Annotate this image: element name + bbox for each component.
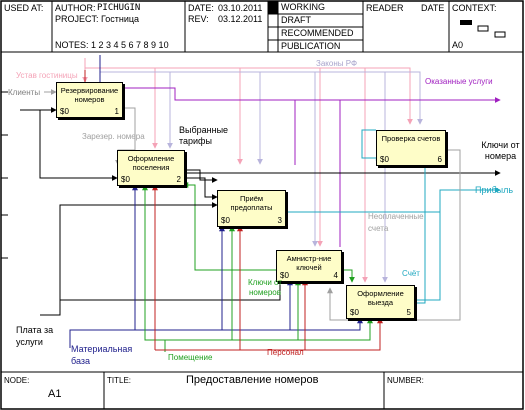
activity-number: 1 [114, 107, 119, 116]
label-okazannye: Оказанные услуги [425, 77, 493, 86]
date-value: 03.10.2011 [218, 3, 263, 13]
reader-date-label: DATE [421, 3, 445, 13]
activity-box-4[interactable]: Амнистр-ние ключей $0 4 [276, 250, 342, 282]
activity-number: 4 [333, 271, 338, 280]
arrow-zakony [99, 71, 423, 283]
label-vybrannye: Выбранные тарифы [179, 125, 229, 146]
arrow-pribyl [285, 129, 501, 301]
activity-cost: $0 [221, 216, 230, 225]
arrow-vybrannye [183, 169, 218, 200]
activity-cost: $0 [60, 107, 69, 116]
status-recommended: RECOMMENDED [281, 28, 354, 38]
activity-box-3[interactable]: Приём предоплаты $0 3 [217, 190, 286, 227]
activity-label: Резервирование номеров [60, 86, 119, 104]
arrow-neoplachennye [327, 149, 461, 321]
notes: NOTES: 1 2 3 4 5 6 7 8 9 10 [55, 40, 169, 50]
label-zarezer: Зарезер. номера [82, 132, 145, 141]
status-publication: PUBLICATION [281, 41, 341, 51]
arrow-materialnaya [69, 55, 363, 348]
label-zakony: Законы РФ [316, 59, 358, 68]
activity-number: 5 [406, 308, 411, 317]
activity-number: 3 [277, 216, 282, 225]
activity-box-2[interactable]: Оформление поселения $0 2 [117, 150, 185, 186]
activity-box-6[interactable]: Проверка счетов $0 6 [376, 130, 446, 166]
activity-box-5[interactable]: Оформление выезда $0 5 [346, 285, 415, 319]
label-pomeshchenie: Помещение [168, 353, 213, 362]
node-value: A1 [48, 388, 62, 400]
label-schet: Счёт [402, 269, 420, 278]
label-klienty: Клиенты [8, 88, 41, 97]
activity-label: Амнистр-ние ключей [286, 254, 332, 272]
left-tunnels [1, 91, 8, 259]
label-neoplachennye: Неоплаченные счета [368, 212, 424, 233]
activity-number: 6 [437, 155, 442, 164]
status-working: WORKING [281, 2, 325, 12]
activity-cost: $0 [121, 175, 130, 184]
activity-label: Приём предоплаты [230, 194, 273, 212]
label-ustav: Устав гостиницы [16, 71, 78, 80]
activity-label: Проверка счетов [381, 134, 441, 143]
label-materialnaya: Материальная база [71, 344, 133, 366]
author-label: AUTHOR: [55, 3, 96, 13]
label-pribyl: Прибыль [475, 185, 514, 195]
activity-cost: $0 [350, 308, 359, 317]
date-label: DATE: [188, 3, 214, 13]
label-klyuchi-green: Ключи от номеров [248, 278, 282, 297]
label-personal: Персонал [267, 348, 304, 357]
activity-label: Оформление поселения [127, 154, 175, 172]
author-value: PICHUGIN [97, 3, 141, 13]
activity-cost: $0 [380, 155, 389, 164]
used-at-label: USED AT: [4, 3, 44, 13]
node-label: NODE: [4, 376, 30, 385]
number-label: NUMBER: [387, 376, 424, 385]
activity-number: 2 [176, 175, 181, 184]
status-draft: DRAFT [281, 15, 311, 25]
project-value: Гостница [101, 14, 140, 24]
label-plata: Плата за услуги [16, 325, 54, 347]
arrow-ustav [82, 58, 413, 283]
arrow-klyuchi-green [182, 182, 355, 283]
activity-box-1[interactable]: Резервирование номеров $0 1 [56, 82, 123, 118]
arrow-personal [84, 70, 383, 351]
activity-cost: $0 [280, 271, 289, 280]
title-label: TITLE: [107, 376, 132, 385]
project-label: PROJECT: [55, 14, 99, 24]
arrow-inputs-left [20, 107, 118, 181]
diagram-title: Предоставление номеров [186, 374, 319, 386]
reader-label: READER [366, 3, 404, 13]
context-node: A0 [452, 40, 464, 50]
context-label: CONTEXT: [452, 3, 497, 13]
rev-label: REV: [188, 14, 209, 24]
label-klyuchi-ot-nomera: Ключи от номера [481, 140, 520, 161]
rev-value: 03.12.2011 [218, 14, 263, 24]
activity-label: Оформление выезда [357, 289, 404, 307]
